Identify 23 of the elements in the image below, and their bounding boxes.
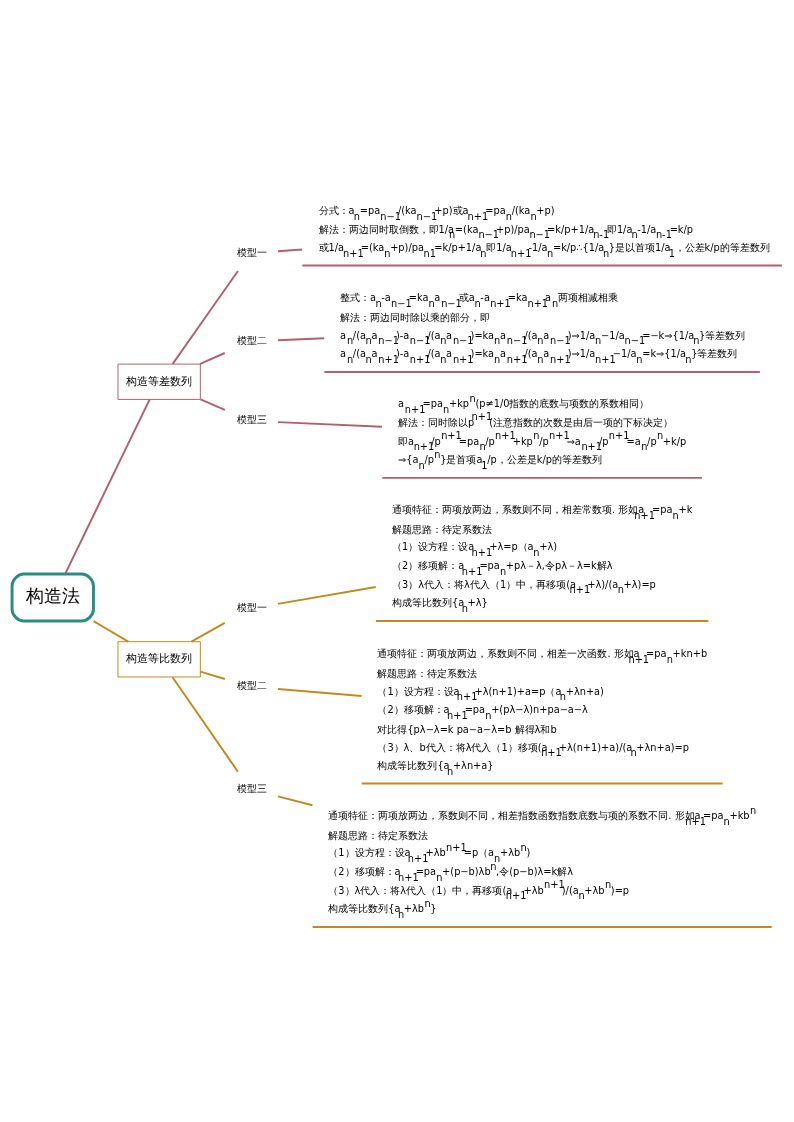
connector <box>199 670 226 680</box>
connector <box>190 621 226 643</box>
connector <box>171 675 239 773</box>
connector <box>64 398 151 575</box>
node-text: 模型三 <box>236 413 267 425</box>
connector <box>171 269 239 365</box>
node-text: 模型三 <box>236 782 267 794</box>
node-text: 模型一 <box>236 601 267 613</box>
connector <box>277 247 304 252</box>
connector <box>199 397 226 411</box>
connector <box>277 687 363 697</box>
node-text: 模型二 <box>236 334 267 346</box>
node-box: 构造等比数列 <box>117 640 201 677</box>
connector <box>92 619 130 643</box>
connector <box>277 794 314 806</box>
connector <box>199 351 226 365</box>
node-box: 构造等差数列 <box>117 363 201 400</box>
connector <box>277 336 326 341</box>
node-text: 模型一 <box>236 246 267 258</box>
node-box: 构造法 <box>10 572 95 623</box>
connector <box>277 585 377 605</box>
connector <box>277 420 383 428</box>
node-text: 模型二 <box>236 679 267 691</box>
